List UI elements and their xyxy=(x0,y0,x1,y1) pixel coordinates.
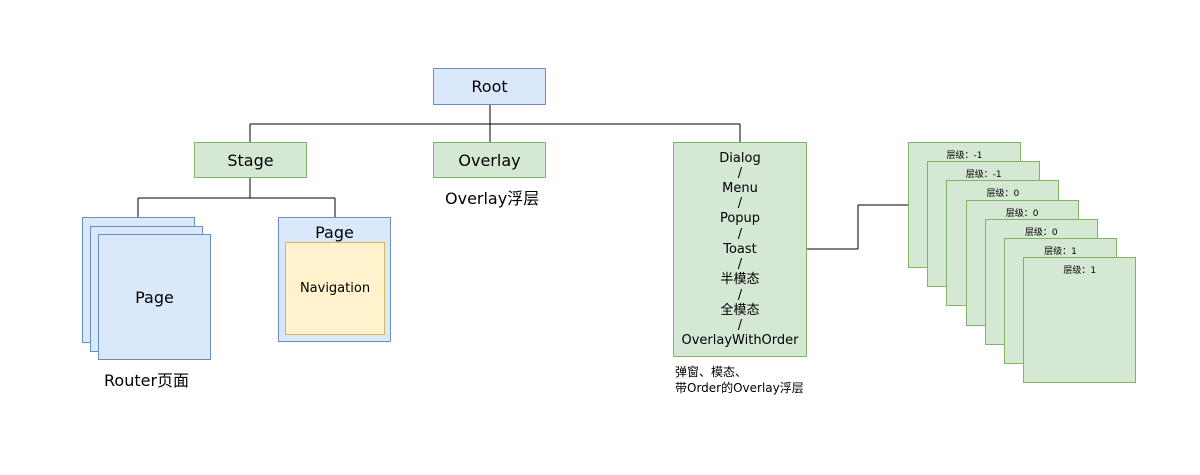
router-page-front: Page xyxy=(98,234,211,360)
layer-card: 层级：1 xyxy=(1023,257,1137,384)
router-page-label: Page xyxy=(135,287,174,307)
stage-node: Stage xyxy=(194,142,307,178)
overlay-type-item: Toast xyxy=(723,241,757,257)
layer-label: 层级：0 xyxy=(986,189,1020,200)
overlay-type-item: OverlayWithOrder xyxy=(681,333,799,349)
navigation-label: Navigation xyxy=(299,281,371,296)
overlay-type-item: Dialog xyxy=(719,150,761,166)
layer-label: 层级：0 xyxy=(1005,208,1039,219)
navigation-node: Navigation xyxy=(285,242,385,335)
layer-label: 层级：1 xyxy=(1063,266,1097,277)
nav-page-label: Page xyxy=(315,223,354,242)
overlay-type-item: 全模态 xyxy=(720,302,760,318)
layer-label: 层级：1 xyxy=(1044,247,1077,257)
stage-label: Stage xyxy=(227,150,274,170)
separator-slash: / xyxy=(737,196,743,212)
overlay-type-item: 半模态 xyxy=(720,272,760,288)
overlay-types-node: Dialog/Menu/Popup/Toast/半模态/全模态/OverlayW… xyxy=(673,142,807,357)
layer-label: 层级：-1 xyxy=(965,170,1002,181)
layer-label: 层级：0 xyxy=(1024,227,1058,238)
layer-label: 层级：-1 xyxy=(946,151,983,161)
root-node: Root xyxy=(433,68,546,105)
overlay-type-item: Menu xyxy=(722,181,758,197)
router-caption: Router页面 xyxy=(104,371,190,390)
separator-slash: / xyxy=(737,287,743,303)
separator-slash: / xyxy=(737,257,743,273)
overlay-types-caption-2: 带Order的Overlay浮层 xyxy=(675,381,804,395)
overlay-type-item: Popup xyxy=(719,211,761,227)
overlay-label: Overlay xyxy=(458,150,521,170)
overlay-types-caption-1: 弹窗、模态、 xyxy=(675,365,748,379)
separator-slash: / xyxy=(737,165,743,181)
separator-slash: / xyxy=(737,226,743,242)
overlay-node: Overlay xyxy=(433,142,546,178)
separator-slash: / xyxy=(737,317,743,333)
root-label: Root xyxy=(471,77,508,96)
overlay-caption: Overlay浮层 xyxy=(445,189,540,208)
